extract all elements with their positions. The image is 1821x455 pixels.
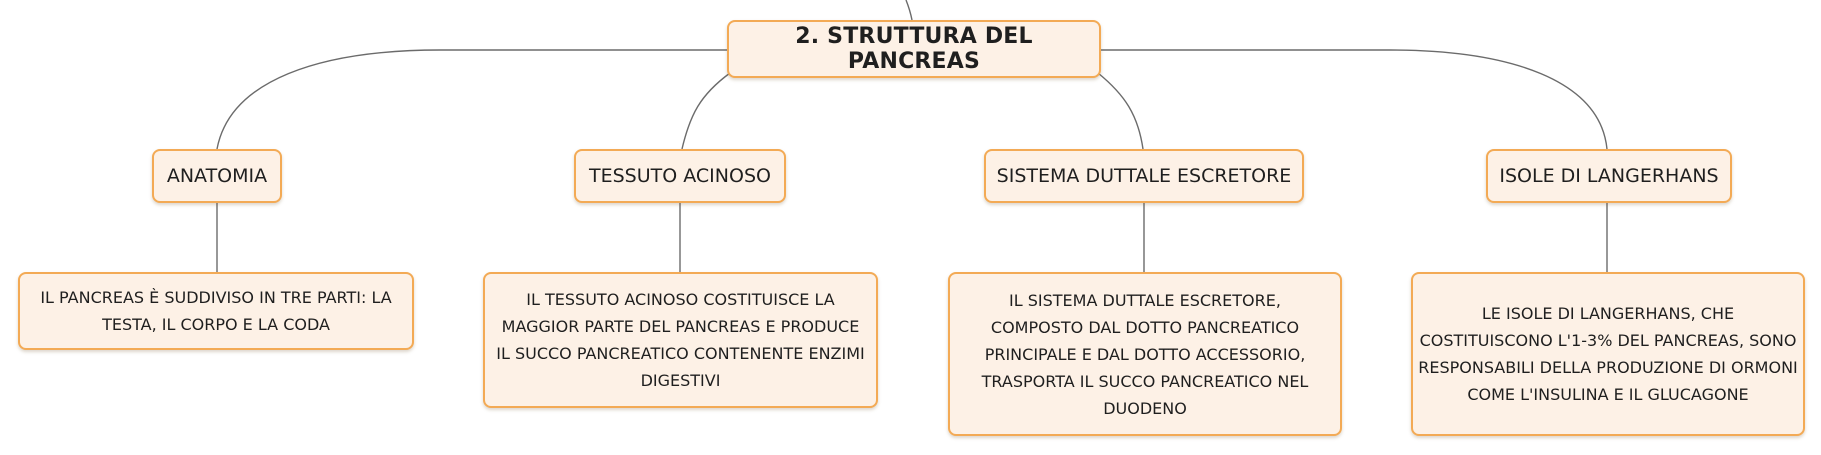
connector-parent-to-root	[905, 0, 913, 21]
detail-node-text: LE ISOLE DI LANGERHANS, CHE COSTITUISCON…	[1418, 304, 1798, 404]
branch-node-isole-langerhans[interactable]: ISOLE DI LANGERHANS	[1486, 149, 1732, 203]
detail-node-tessuto-acinoso[interactable]: IL TESSUTO ACINOSO COSTITUISCE LA MAGGIO…	[483, 272, 878, 408]
root-node-label: 2. STRUTTURA DEL PANCREAS	[795, 24, 1033, 74]
root-node[interactable]: 2. STRUTTURA DEL PANCREAS	[727, 20, 1101, 78]
detail-node-sistema-duttale[interactable]: IL SISTEMA DUTTALE ESCRETORE, COMPOSTO D…	[948, 272, 1342, 436]
detail-node-text: IL TESSUTO ACINOSO COSTITUISCE LA MAGGIO…	[496, 290, 865, 390]
branch-node-label: TESSUTO ACINOSO	[589, 165, 771, 187]
connector-root-to-anatomia	[216, 49, 727, 150]
branch-node-sistema-duttale[interactable]: SISTEMA DUTTALE ESCRETORE	[984, 149, 1304, 203]
detail-node-text: IL SISTEMA DUTTALE ESCRETORE, COMPOSTO D…	[981, 290, 1309, 418]
connector-root-to-tessuto-acinoso	[681, 72, 731, 150]
branch-node-anatomia[interactable]: ANATOMIA	[152, 149, 282, 203]
connector-root-to-isole	[1101, 49, 1608, 150]
branch-node-tessuto-acinoso[interactable]: TESSUTO ACINOSO	[574, 149, 786, 203]
branch-node-label: ANATOMIA	[166, 165, 268, 187]
detail-node-isole-langerhans[interactable]: LE ISOLE DI LANGERHANS, CHE COSTITUISCON…	[1411, 272, 1805, 436]
connector-root-to-sistema-duttale	[1097, 72, 1144, 150]
detail-node-anatomia[interactable]: IL PANCREAS È SUDDIVISO IN TRE PARTI: LA…	[18, 272, 414, 350]
detail-node-text: IL PANCREAS È SUDDIVISO IN TRE PARTI: LA…	[40, 288, 392, 334]
branch-node-label: ISOLE DI LANGERHANS	[1499, 165, 1719, 187]
branch-node-label: SISTEMA DUTTALE ESCRETORE	[996, 165, 1292, 187]
